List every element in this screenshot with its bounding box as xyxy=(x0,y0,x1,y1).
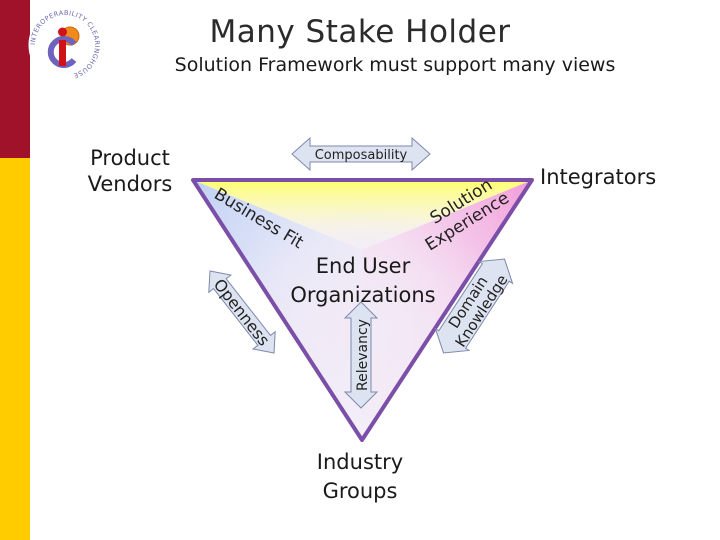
slide-subtitle: Solution Framework must support many vie… xyxy=(174,54,616,76)
end-user-organizations-label: End User Organizations xyxy=(268,252,458,310)
left-accent-bar-yellow xyxy=(0,158,30,540)
end-user-line-1: End User xyxy=(315,254,411,278)
triangle-outline xyxy=(191,178,534,442)
industry-groups-line-2: Groups xyxy=(322,479,398,503)
composability-label: Composability xyxy=(315,148,408,163)
composability-arrow xyxy=(291,136,431,172)
clearinghouse-logo: INTEROPERABILITY CLEARINGHOUSE xyxy=(28,8,102,82)
relevancy-arrow xyxy=(343,301,379,409)
product-vendors-line-2: Vendors xyxy=(87,172,173,196)
end-user-line-2: Organizations xyxy=(290,283,436,307)
left-accent-bar-red xyxy=(0,0,30,158)
integrators-label: Integrators xyxy=(540,165,657,189)
industry-groups-line-1: Industry xyxy=(316,450,404,474)
slide-title: Many Stake Holder xyxy=(209,14,511,50)
product-vendors-label: Product Vendors xyxy=(60,145,200,197)
openness-arrow xyxy=(208,270,276,354)
industry-groups-label: Industry Groups xyxy=(290,448,430,506)
relevancy-label: Relevancy xyxy=(355,319,371,391)
product-vendors-line-1: Product xyxy=(90,146,170,170)
domain-knowledge-arrow xyxy=(434,258,514,354)
